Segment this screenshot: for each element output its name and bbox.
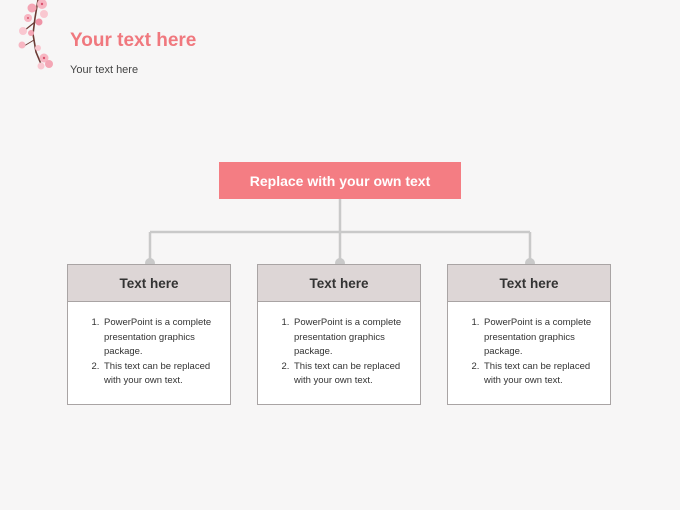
child-node-2-header: Text here [258, 265, 420, 302]
list-item: This text can be replaced with your own … [292, 360, 412, 389]
child-node-3: Text here PowerPoint is a complete prese… [447, 264, 611, 405]
root-node: Replace with your own text [219, 162, 461, 199]
child-node-2-title: Text here [309, 275, 369, 291]
child-node-3-header: Text here [448, 265, 610, 302]
child-node-1-header: Text here [68, 265, 230, 302]
child-node-1-title: Text here [119, 275, 179, 291]
child-node-3-title: Text here [499, 275, 559, 291]
root-node-label: Replace with your own text [249, 172, 431, 189]
child-node-2: Text here PowerPoint is a complete prese… [257, 264, 421, 405]
list-item: PowerPoint is a complete presentation gr… [292, 316, 412, 360]
slide-subtitle: Your text here [70, 64, 139, 76]
list-item: PowerPoint is a complete presentation gr… [482, 316, 602, 360]
list-item: This text can be replaced with your own … [482, 360, 602, 389]
child-node-1-list: PowerPoint is a complete presentation gr… [68, 302, 230, 389]
list-item: This text can be replaced with your own … [102, 360, 222, 389]
cherry-blossom-decoration [18, 0, 53, 70]
slide-title: Your text here [70, 30, 197, 51]
list-item: PowerPoint is a complete presentation gr… [102, 316, 222, 360]
child-node-1: Text here PowerPoint is a complete prese… [67, 264, 231, 405]
child-node-2-list: PowerPoint is a complete presentation gr… [258, 302, 420, 389]
child-node-3-list: PowerPoint is a complete presentation gr… [448, 302, 610, 389]
